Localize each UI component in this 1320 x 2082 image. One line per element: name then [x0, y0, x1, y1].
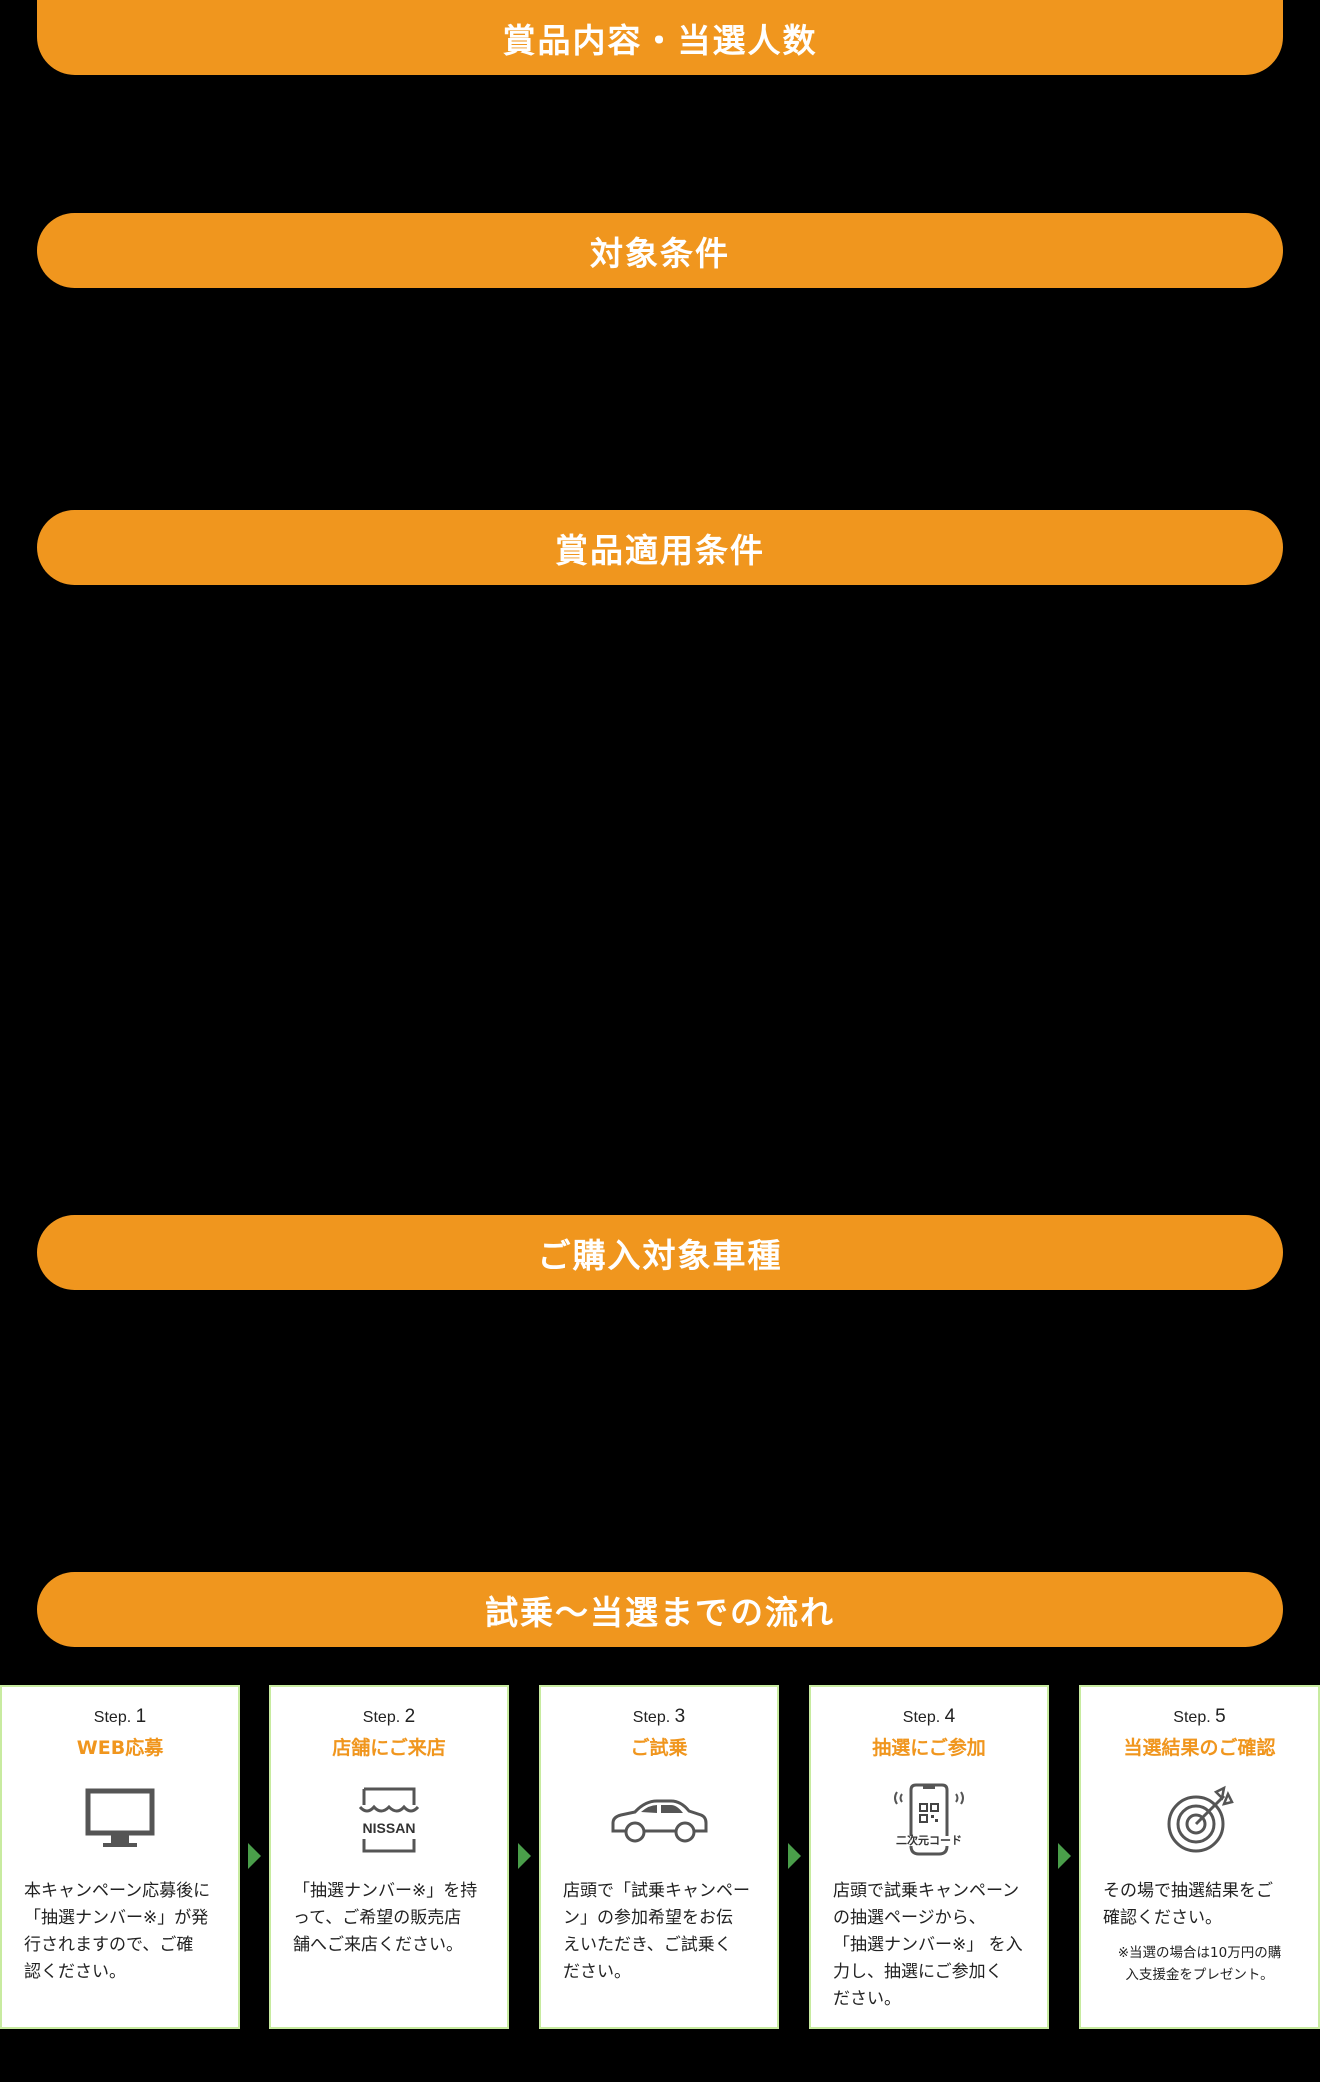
step-description: 店頭で試乗キャンペーン の抽選ページから、 「抽選ナンバー※」 を入 力し、抽選… [811, 1878, 1047, 2013]
section-title: 対象条件 [590, 233, 730, 273]
step-label: Step. 1 [2, 1705, 238, 1729]
desc-line: 行されますので、ご確 [24, 1935, 194, 1955]
step-card-4: Step. 4 抽選にご参加 二次元コード 店頭で試乗キャンペーン の抽選ページ… [809, 1685, 1049, 2029]
section-title: 賞品内容・当選人数 [502, 20, 818, 60]
car-icon [541, 1770, 777, 1870]
monitor-icon [2, 1770, 238, 1870]
desc-line: って、ご希望の販売店 [293, 1908, 462, 1928]
section-title: 賞品適用条件 [555, 530, 765, 570]
note-line: 入支援金をプレゼント。 [1125, 1967, 1274, 1983]
svg-text:NISSAN: NISSAN [363, 1820, 416, 1836]
desc-line: ださい。 [563, 1962, 631, 1982]
note-line: ※当選の場合は10万円の購 [1117, 1945, 1282, 1961]
step-description: 店頭で「試乗キャンペー ン」の参加希望をお伝 えいただき、ご試乗く ださい。 [541, 1878, 777, 1986]
step-number: 1 [135, 1706, 147, 1727]
desc-line: 店頭で試乗キャンペーン [833, 1881, 1020, 1901]
step-arrow-icon [518, 1843, 531, 1869]
desc-line: 確認ください。 [1103, 1908, 1222, 1928]
step-label: Step. 4 [811, 1705, 1047, 1729]
desc-line: 舗へご来店ください。 [293, 1935, 463, 1955]
section-header-eligibility: 対象条件 [37, 213, 1283, 288]
svg-text:二次元コード: 二次元コード [896, 1833, 962, 1847]
step-number: 3 [674, 1706, 686, 1727]
step-label: Step. 5 [1081, 1705, 1318, 1729]
desc-line: 認ください。 [24, 1962, 126, 1982]
desc-line: ださい。 [833, 1989, 901, 2009]
step-title: ご試乗 [630, 1737, 688, 1759]
desc-line: 店頭で「試乗キャンペー [563, 1881, 750, 1901]
qr-phone-icon: 二次元コード [811, 1770, 1047, 1870]
step-arrow-icon [788, 1843, 801, 1869]
desc-line: ン」の参加希望をお伝 [563, 1908, 733, 1928]
step-card-5: Step. 5 当選結果のご確認 その場で抽選結果をご 確認ください。 ※当選の… [1079, 1685, 1320, 2029]
prize-note: ※当選の場合は10万円の購 入支援金をプレゼント。 [1081, 1942, 1318, 1986]
step-prefix: Step. [632, 1709, 671, 1726]
step-prefix: Step. [902, 1709, 941, 1726]
step-title: WEB応募 [76, 1737, 164, 1759]
step-description: 本キャンペーン応募後に 「抽選ナンバー※」が発 行されますので、ご確 認ください… [2, 1878, 238, 1986]
step-prefix: Step. [1173, 1709, 1211, 1726]
step-card-2: Step. 2 店舗にご来店 NISSAN 「抽選ナンバー※」を持 って、ご希望… [269, 1685, 509, 2029]
section-header-flow: 試乗〜当選までの流れ [37, 1572, 1283, 1647]
target-icon [1081, 1770, 1318, 1870]
desc-line: 本キャンペーン応募後に [24, 1881, 211, 1901]
step-title: 店舗にご来店 [332, 1737, 446, 1759]
step-description: その場で抽選結果をご 確認ください。 [1081, 1878, 1318, 1932]
desc-line: 「抽選ナンバー※」 を入 [833, 1935, 1023, 1955]
step-title: 抽選にご参加 [872, 1737, 986, 1759]
step-label: Step. 2 [271, 1705, 507, 1729]
step-number: 4 [944, 1706, 956, 1727]
step-card-3: Step. 3 ご試乗 店頭で「試乗キャンペー ン」の参加希望をお伝 えいただき… [539, 1685, 779, 2029]
step-prefix: Step. [93, 1709, 132, 1726]
step-number: 5 [1215, 1706, 1226, 1727]
step-arrow-icon [1058, 1843, 1071, 1869]
desc-line: の抽選ページから、 [833, 1908, 986, 1928]
desc-line: その場で抽選結果をご [1103, 1881, 1273, 1901]
step-arrow-icon [248, 1843, 261, 1869]
step-title: 当選結果のご確認 [1123, 1737, 1276, 1759]
step-card-1: Step. 1 WEB応募 本キャンペーン応募後に 「抽選ナンバー※」が発 行さ… [0, 1685, 240, 2029]
nissan-store-icon: NISSAN [271, 1770, 507, 1870]
step-description: 「抽選ナンバー※」を持 って、ご希望の販売店 舗へご来店ください。 [271, 1878, 507, 1959]
desc-line: えいただき、ご試乗く [563, 1935, 732, 1955]
desc-line: 「抽選ナンバー※」が発 [24, 1908, 209, 1928]
section-header-target-models: ご購入対象車種 [37, 1215, 1283, 1290]
section-title: ご購入対象車種 [537, 1235, 783, 1275]
desc-line: 「抽選ナンバー※」を持 [293, 1881, 478, 1901]
step-label: Step. 3 [541, 1705, 777, 1729]
step-number: 2 [404, 1706, 416, 1727]
step-prefix: Step. [362, 1709, 401, 1726]
section-header-prize-conditions: 賞品適用条件 [37, 510, 1283, 585]
section-title: 試乗〜当選までの流れ [485, 1592, 835, 1632]
section-header-prize: 賞品内容・当選人数 [37, 0, 1283, 75]
desc-line: 力し、抽選にご参加く [833, 1962, 1003, 1982]
